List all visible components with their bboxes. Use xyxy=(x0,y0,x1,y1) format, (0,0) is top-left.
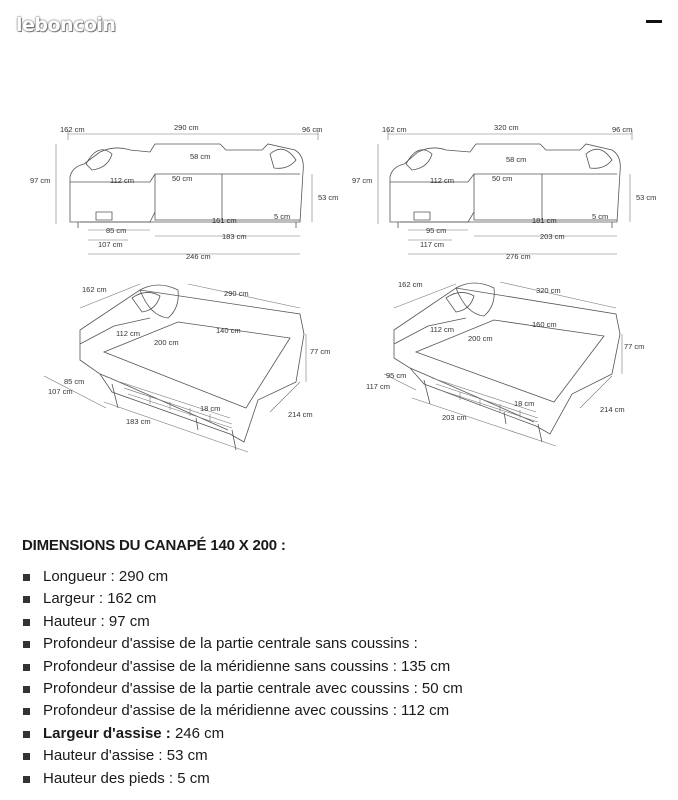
list-item: Longueur : 290 cm xyxy=(22,566,463,588)
dim-53-front-right: 53 cm xyxy=(636,193,656,202)
dim-77-bed-right: 77 cm xyxy=(624,342,644,351)
dim-276-front-right: 276 cm xyxy=(506,252,531,261)
dimension-drawings: 162 cm 290 cm 96 cm 97 cm 58 cm 112 cm 5… xyxy=(30,123,656,453)
dim-117-bed-right: 117 cm xyxy=(366,382,390,391)
dim-162-bed-left: 162 cm xyxy=(82,285,107,294)
dim-85-bed-left: 85 cm xyxy=(64,377,84,386)
spec-text: 246 cm xyxy=(170,724,225,742)
dim-117-front-right: 117 cm xyxy=(420,240,444,249)
spec-text: Longueur : 290 cm xyxy=(43,568,169,585)
dim-162-front-right: 162 cm xyxy=(382,125,407,134)
front-view-right: 162 cm 320 cm 96 cm 97 cm 58 cm 112 cm 5… xyxy=(352,123,656,261)
dim-290-front-left: 290 cm xyxy=(174,123,199,132)
dim-97-front-left: 97 cm xyxy=(30,176,50,185)
dim-162-bed-right: 162 cm xyxy=(398,280,423,289)
dimensions-list: Longueur : 290 cm Largeur : 162 cm Haute… xyxy=(22,566,463,790)
spec-text: Hauteur des pieds : 5 cm xyxy=(43,769,210,787)
dim-107-bed-left: 107 cm xyxy=(48,387,73,396)
dim-112-bed-left: 112 cm xyxy=(116,329,140,338)
dim-95-bed-right: 95 cm xyxy=(386,371,406,380)
dim-161-front-left: 161 cm xyxy=(212,216,237,225)
list-item: Hauteur d'assise : 53 cm xyxy=(22,745,463,767)
dim-58-front-left: 58 cm xyxy=(190,152,210,161)
dim-162-front-left: 162 cm xyxy=(60,125,85,134)
dim-290-bed-left: 290 cm xyxy=(224,289,249,298)
dim-320-bed-right: 320 cm xyxy=(536,286,561,295)
dim-140-bed-left: 140 cm xyxy=(216,326,241,335)
dim-112-front-right: 112 cm xyxy=(430,176,454,185)
bed-view-right: 162 cm 320 cm 112 cm 160 cm 200 cm 77 cm… xyxy=(366,280,644,447)
front-view-left: 162 cm 290 cm 96 cm 97 cm 58 cm 112 cm 5… xyxy=(30,123,338,261)
spec-text: Profondeur d'assise de la partie central… xyxy=(43,680,463,698)
dimensions-heading: DIMENSIONS DU CANAPÉ 140 X 200 : xyxy=(22,537,286,554)
list-item: Largeur d'assise : 246 cm xyxy=(22,723,463,745)
list-item: Hauteur des pieds : 5 cm xyxy=(22,768,463,790)
list-item: Hauteur : 97 cm xyxy=(22,611,463,633)
dim-183-front-left: 183 cm xyxy=(222,232,247,241)
dim-183-bed-left: 183 cm xyxy=(126,417,151,426)
dim-112-front-left: 112 cm xyxy=(110,176,134,185)
dim-5-front-right: 5 cm xyxy=(592,212,608,221)
list-item: Profondeur d'assise de la méridienne ave… xyxy=(22,700,463,722)
top-bar: leboncoin xyxy=(0,0,678,52)
sofa-dimension-diagram: 162 cm 290 cm 96 cm 97 cm 58 cm 112 cm 5… xyxy=(0,112,678,472)
dim-107-front-left: 107 cm xyxy=(98,240,123,249)
spec-text: Hauteur : 97 cm xyxy=(43,612,150,630)
list-item: Profondeur d'assise de la partie central… xyxy=(22,678,463,700)
minimize-icon[interactable] xyxy=(646,20,662,23)
dim-203-bed-right: 203 cm xyxy=(442,413,467,422)
dim-58-front-right: 58 cm xyxy=(506,155,526,164)
dim-200-bed-left: 200 cm xyxy=(154,338,179,347)
dim-112-bed-right: 112 cm xyxy=(430,325,454,334)
list-item: Largeur : 162 cm xyxy=(22,588,463,610)
dim-320-front-right: 320 cm xyxy=(494,123,519,132)
list-item: Profondeur d'assise de la partie central… xyxy=(22,633,463,655)
spec-text: Profondeur d'assise de la méridienne ave… xyxy=(43,702,450,720)
dim-181-front-right: 181 cm xyxy=(532,216,557,225)
leboncoin-logo[interactable]: leboncoin xyxy=(16,14,116,36)
dim-160-bed-right: 160 cm xyxy=(532,320,557,329)
dim-53-front-left: 53 cm xyxy=(318,193,338,202)
dim-214-bed-right: 214 cm xyxy=(600,405,625,414)
dim-97-front-right: 97 cm xyxy=(352,176,372,185)
bed-view-left: 162 cm 290 cm 112 cm 140 cm 200 cm 77 cm… xyxy=(43,283,330,453)
dim-5-front-left: 5 cm xyxy=(274,212,290,221)
spec-label-bold: Largeur d'assise : xyxy=(43,724,171,742)
dim-50-front-right: 50 cm xyxy=(492,174,512,183)
spec-text: Hauteur d'assise : 53 cm xyxy=(43,747,208,765)
dim-96-front-right: 96 cm xyxy=(612,125,632,134)
dim-95-front-right: 95 cm xyxy=(426,226,446,235)
dim-18-bed-left: 18 cm xyxy=(200,404,220,413)
dim-50-front-left: 50 cm xyxy=(172,174,192,183)
dim-77-bed-left: 77 cm xyxy=(310,347,330,356)
list-item: Profondeur d'assise de la méridienne san… xyxy=(22,656,463,678)
dim-85-front-left: 85 cm xyxy=(106,226,126,235)
dim-18-bed-right: 18 cm xyxy=(514,399,534,408)
dim-200-bed-right: 200 cm xyxy=(468,334,493,343)
spec-text: Largeur : 162 cm xyxy=(43,590,157,608)
dim-203-front-right: 203 cm xyxy=(540,232,565,241)
dim-214-bed-left: 214 cm xyxy=(288,410,313,419)
dim-246-front-left: 246 cm xyxy=(186,252,211,261)
spec-text: Profondeur d'assise de la méridienne san… xyxy=(43,657,451,675)
dim-96-front-left: 96 cm xyxy=(302,125,322,134)
spec-text: Profondeur d'assise de la partie central… xyxy=(43,635,418,653)
